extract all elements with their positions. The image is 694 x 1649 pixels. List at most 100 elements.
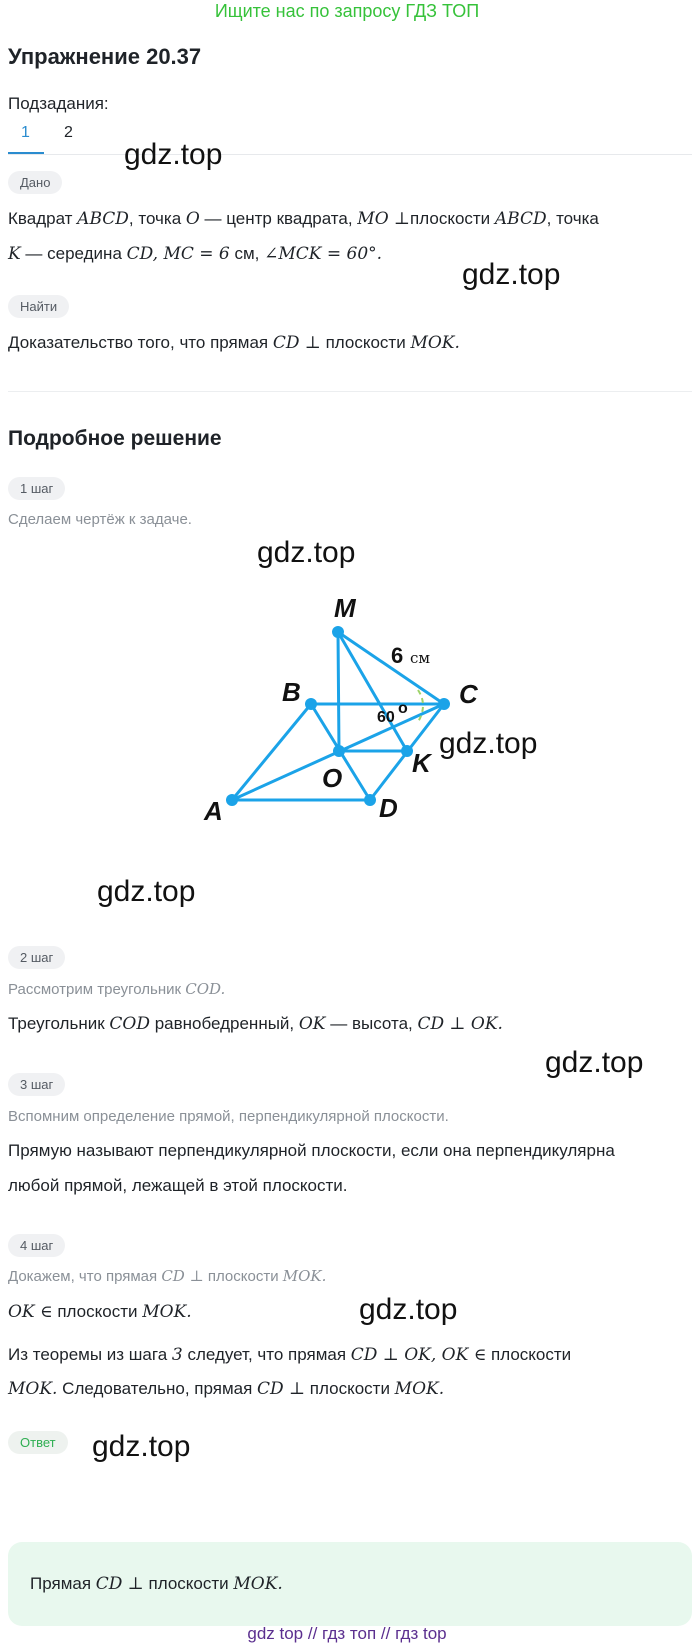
answer-math: MOK. bbox=[233, 1574, 283, 1594]
answer-math: CD ⊥ bbox=[95, 1574, 144, 1594]
step-2-math: CD ⊥ OK. bbox=[417, 1014, 503, 1034]
step-4-chip: 4 шаг bbox=[8, 1234, 66, 1257]
step-4-math: CD ⊥ OK, OK ∈ bbox=[350, 1345, 487, 1365]
given-text: см, bbox=[229, 244, 265, 263]
given-math: MO ⊥ bbox=[357, 209, 411, 229]
angle-arc bbox=[417, 689, 424, 723]
step-4-note-math: MOK. bbox=[282, 1267, 327, 1285]
watermark: gdz.top bbox=[545, 1046, 644, 1079]
footer-link-3[interactable]: гдз top bbox=[395, 1624, 447, 1643]
step-2-text: — высота, bbox=[325, 1014, 418, 1033]
given-math: ∠MCK = 60°. bbox=[264, 244, 383, 264]
watermark: gdz.top bbox=[97, 875, 196, 908]
point-k bbox=[401, 745, 413, 757]
step-4-note-text: Докажем, что прямая bbox=[8, 1268, 162, 1285]
edge-ab bbox=[230, 702, 313, 802]
segment-mc bbox=[336, 630, 446, 706]
geometry-figure: M B C O K A D 6 см 60 o bbox=[203, 593, 479, 826]
given-line-2: K — середина CD, MC = 6 см, ∠MCK = 60°. bbox=[8, 236, 382, 272]
step-4-math: 3 bbox=[171, 1345, 183, 1365]
point-c bbox=[438, 698, 450, 710]
active-tab-indicator bbox=[8, 152, 44, 154]
answer-line: Прямая CD ⊥ плоскости MOK. bbox=[30, 1566, 283, 1602]
step-4-line-2: Из теоремы из шага 3 следует, что прямая… bbox=[8, 1337, 571, 1373]
divider bbox=[8, 391, 692, 392]
page-title: Упражнение 20.37 bbox=[8, 44, 202, 69]
find-line: Доказательство того, что прямая CD ⊥ пло… bbox=[8, 325, 460, 361]
step-2-math: COD bbox=[109, 1014, 150, 1034]
label-k: K bbox=[412, 748, 433, 778]
step-4-note-math: CD ⊥ bbox=[161, 1267, 204, 1285]
step-3-note: Вспомним определение прямой, перпендикул… bbox=[8, 1108, 449, 1125]
footer-links: gdz top // гдз топ // гдз top bbox=[0, 1624, 694, 1644]
step-4-text: плоскости bbox=[305, 1379, 395, 1398]
tab-2[interactable]: 2 bbox=[64, 124, 73, 141]
step-3-line-2: любой прямой, лежащей в этой плоскости. bbox=[8, 1176, 348, 1195]
step-2-note-text: Рассмотрим треугольник bbox=[8, 981, 186, 998]
given-text: — центр квадрата, bbox=[199, 209, 358, 228]
point-b bbox=[305, 698, 317, 710]
degree-sign: o bbox=[398, 700, 408, 717]
watermark: gdz.top bbox=[257, 536, 356, 569]
step-4-text: следует, что прямая bbox=[182, 1345, 351, 1364]
step-4-line-1: OK ∈ плоскости MOK. bbox=[8, 1294, 192, 1330]
answer-box: Прямая CD ⊥ плоскости MOK. bbox=[8, 1542, 692, 1626]
answer-chip: Ответ bbox=[8, 1431, 68, 1454]
given-math: ABCD bbox=[77, 209, 129, 229]
given-text: Квадрат bbox=[8, 209, 78, 228]
point-o bbox=[333, 745, 345, 757]
watermark: gdz.top bbox=[124, 138, 223, 171]
label-m: M bbox=[334, 593, 357, 623]
label-o: O bbox=[322, 763, 342, 793]
find-text: Доказательство того, что прямая bbox=[8, 333, 273, 352]
find-text: плоскости bbox=[320, 333, 411, 352]
step-4-math: OK ∈ bbox=[8, 1302, 53, 1322]
watermark: gdz.top bbox=[359, 1293, 458, 1326]
step-4-math: CD ⊥ bbox=[257, 1379, 306, 1399]
answer-text: Прямая bbox=[30, 1574, 96, 1593]
step-1-note: Сделаем чертёж к задаче. bbox=[8, 511, 192, 528]
footer-link-1[interactable]: gdz top bbox=[247, 1624, 304, 1643]
step-2-note: Рассмотрим треугольник COD. bbox=[8, 980, 225, 998]
step-2-line: Треугольник COD равнобедренный, OK — выс… bbox=[8, 1006, 503, 1042]
length-unit: см bbox=[410, 649, 430, 667]
step-4-math: MOK. bbox=[8, 1379, 58, 1399]
step-2-chip: 2 шаг bbox=[8, 946, 66, 969]
step-2-text: Треугольник bbox=[8, 1014, 110, 1033]
segment-mo bbox=[336, 630, 341, 753]
given-math: O bbox=[185, 209, 200, 229]
step-4-math: MOK. bbox=[142, 1302, 192, 1322]
step-4-text: Следовательно, прямая bbox=[57, 1379, 258, 1398]
step-4-text: плоскости bbox=[486, 1345, 572, 1364]
subtasks-label: Подзадания: bbox=[8, 94, 109, 113]
step-2-text: равнобедренный, bbox=[149, 1014, 299, 1033]
label-c: C bbox=[459, 679, 479, 709]
step-1-chip: 1 шаг bbox=[8, 477, 66, 500]
find-math: CD ⊥ bbox=[272, 333, 321, 353]
watermark: gdz.top bbox=[462, 258, 561, 291]
step-4-line-3: MOK. Следовательно, прямая CD ⊥ плоскост… bbox=[8, 1371, 444, 1407]
given-line-1: Квадрат ABCD, точка O — центр квадрата, … bbox=[8, 201, 599, 237]
step-2-math: OK bbox=[298, 1014, 326, 1034]
solution-title: Подробное решение bbox=[8, 427, 222, 450]
step-4-text: плоскости bbox=[52, 1302, 143, 1321]
given-chip: Дано bbox=[8, 171, 63, 194]
step-4-math: MOK. bbox=[394, 1379, 445, 1399]
step-2-note-math: COD. bbox=[185, 980, 226, 998]
subtask-tabs: 1 2 bbox=[8, 124, 692, 155]
find-chip: Найти bbox=[8, 295, 70, 318]
label-a: A bbox=[203, 796, 223, 826]
segment-mk bbox=[336, 630, 409, 753]
label-d: D bbox=[379, 793, 398, 823]
given-text: , точка bbox=[546, 209, 599, 228]
step-3-chip: 3 шаг bbox=[8, 1073, 66, 1096]
footer-link-2[interactable]: гдз топ bbox=[322, 1624, 377, 1643]
watermark: gdz.top bbox=[92, 1430, 191, 1463]
point-m bbox=[332, 626, 344, 638]
search-banner: Ищите нас по запросу ГДЗ ТОП bbox=[214, 1, 480, 21]
step-4-note-text: плоскости bbox=[203, 1268, 283, 1285]
point-a bbox=[226, 794, 238, 806]
point-d bbox=[364, 794, 376, 806]
answer-text: плоскости bbox=[143, 1574, 234, 1593]
tab-1[interactable]: 1 bbox=[21, 124, 30, 141]
